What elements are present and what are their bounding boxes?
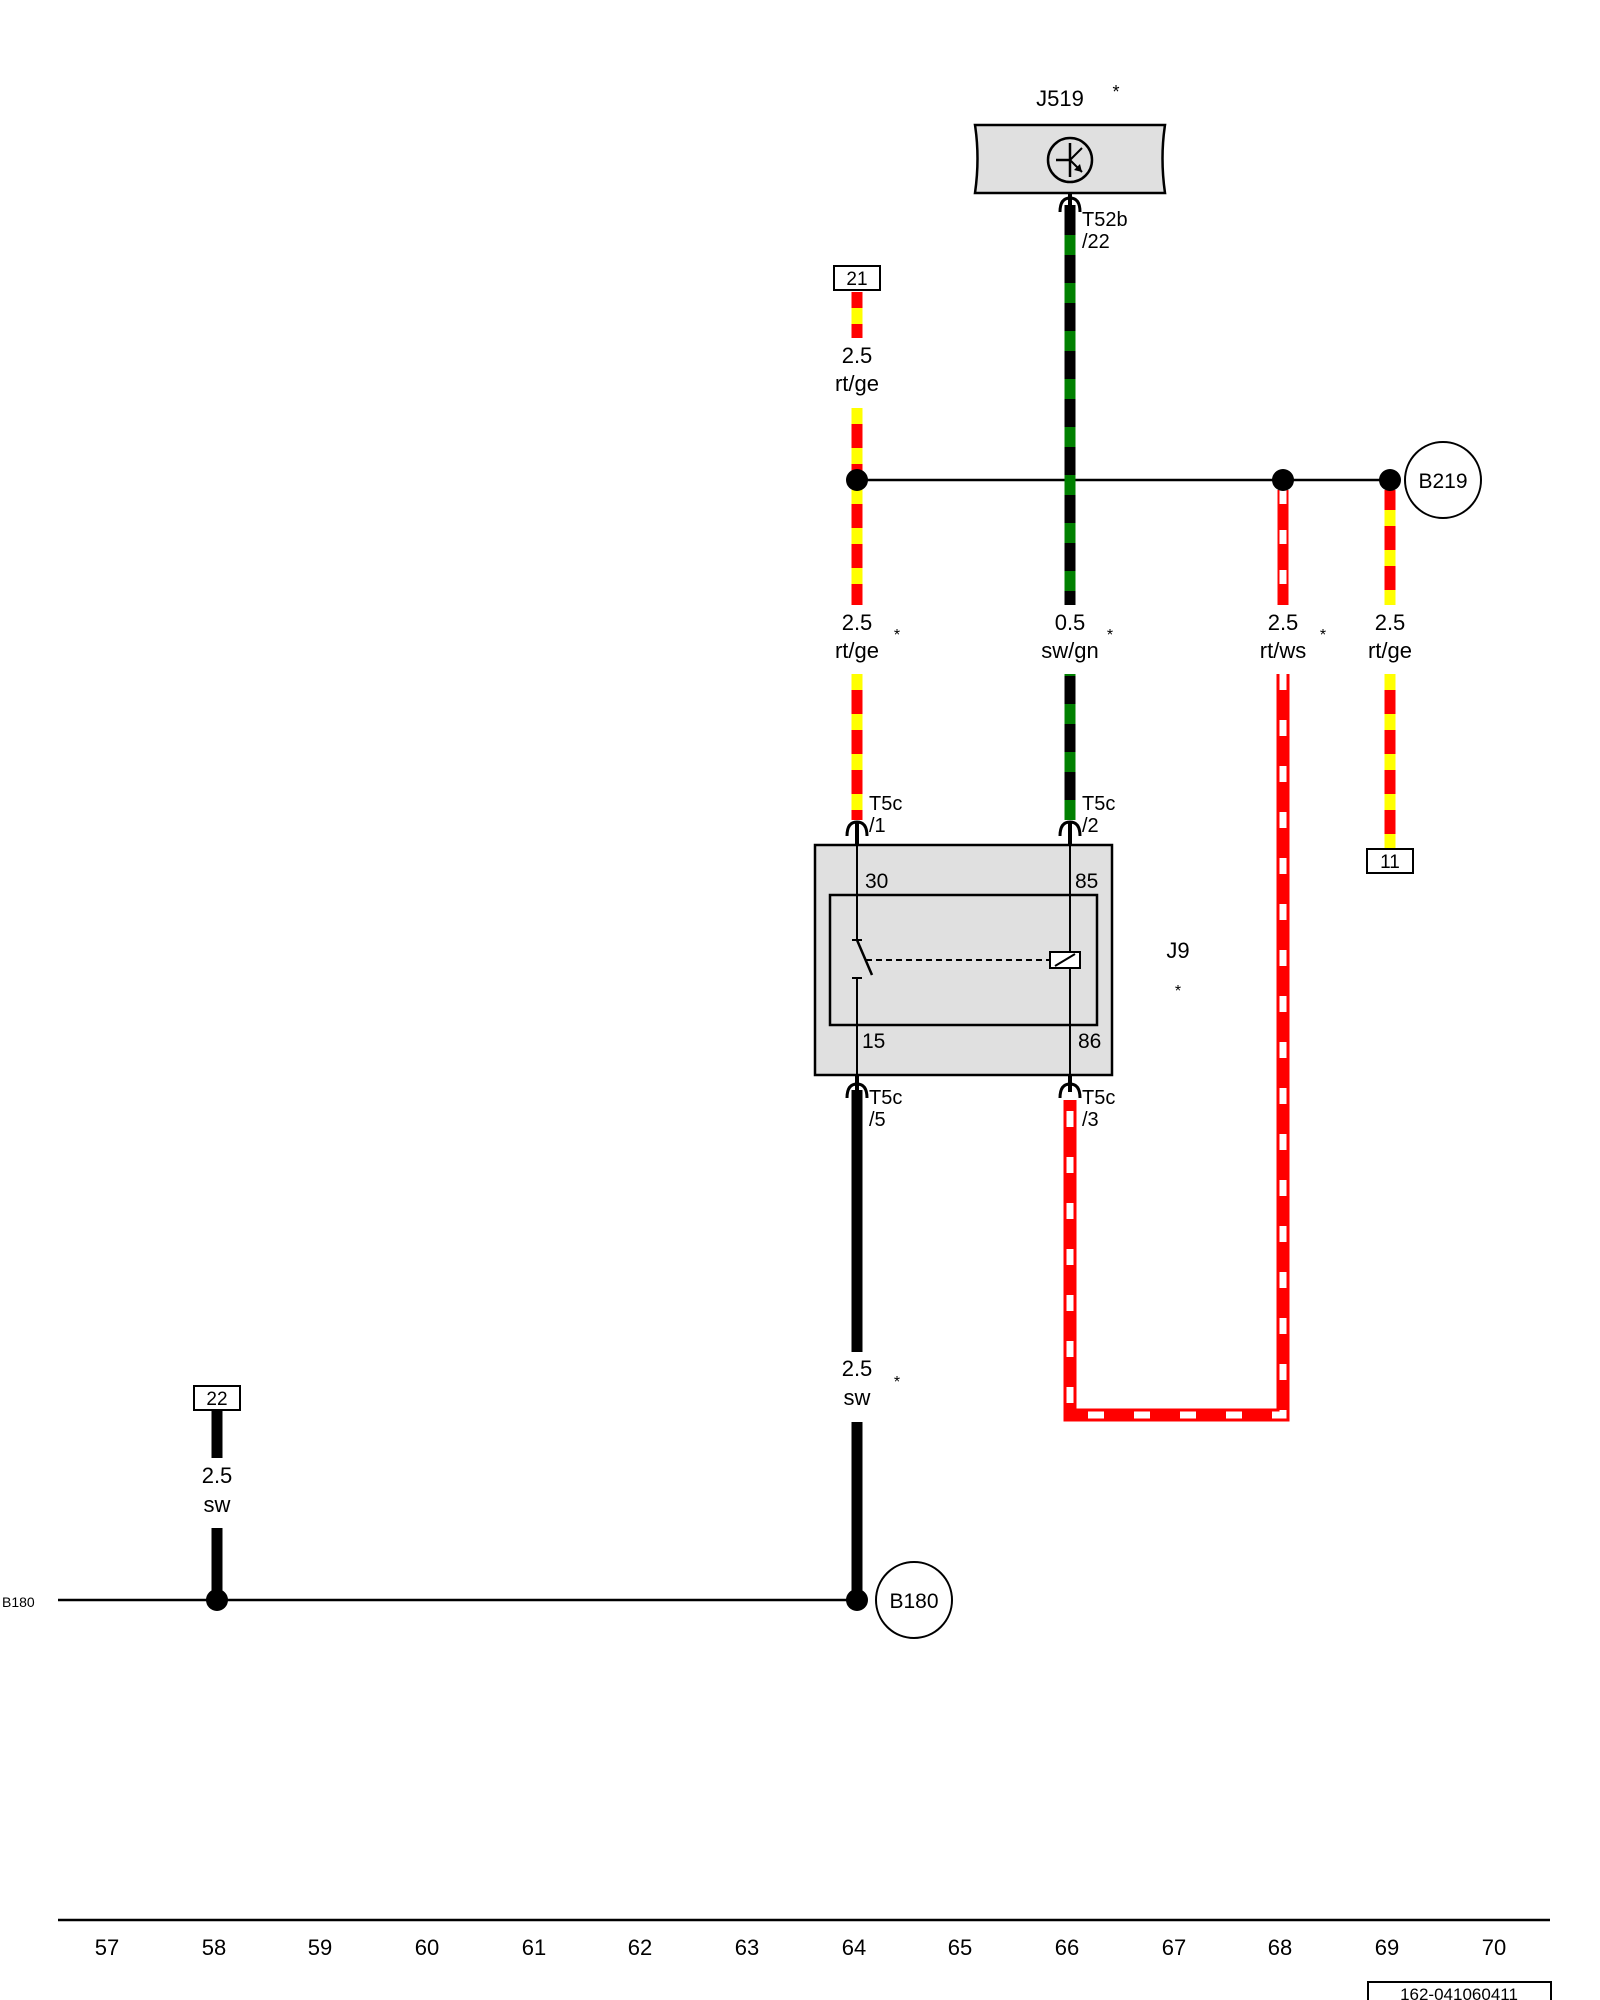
column-ruler: 57 58 59 60 61 62 63 64 65 66 67 68 69 7… (58, 1918, 1550, 1960)
ruler-number: 67 (1162, 1935, 1186, 1960)
wire-label-size: 2.5 (842, 343, 873, 368)
wire-label-color: rt/ge (1368, 638, 1412, 663)
wire-label-star: * (894, 1374, 900, 1391)
wire-label-size: 2.5 (842, 610, 873, 635)
ruler-number: 68 (1268, 1935, 1292, 1960)
j519-transistor-icon (1046, 136, 1094, 184)
junctions (206, 469, 1401, 1611)
ruler-number: 59 (308, 1935, 332, 1960)
j9-pin-30: 30 (865, 870, 888, 893)
connector-t5c-1-name: T5c (869, 793, 902, 815)
wire-label-color: rt/ws (1260, 638, 1306, 663)
connector-t5c-2-pin: /2 (1082, 815, 1099, 837)
wire-label-size: 0.5 (1055, 610, 1086, 635)
connector-t5c-3-name: T5c (1082, 1087, 1115, 1109)
ruler-number: 69 (1375, 1935, 1399, 1960)
connector-t52b-name: T52b (1082, 209, 1128, 231)
wire-label-star: * (894, 627, 900, 644)
ref-22-text: 22 (206, 1389, 227, 1410)
j519-star: * (1112, 82, 1119, 102)
connectors-t5c: T5c /1 T5c /2 T5c /5 T5c /3 (845, 793, 1115, 1131)
j9-inner-frame (828, 893, 1099, 1027)
ruler-number: 61 (522, 1935, 546, 1960)
connector-t5c-5-pin: /5 (869, 1109, 886, 1131)
ruler-number: 63 (735, 1935, 759, 1960)
connector-t5c-1-pin: /1 (869, 815, 886, 837)
j9-label: J9 (1166, 938, 1189, 963)
wire-label-size: 2.5 (1375, 610, 1406, 635)
component-j519: J519 * T52b /22 (973, 82, 1167, 253)
wire-label-size: 2.5 (1268, 610, 1299, 635)
ruler-number: 64 (842, 1935, 866, 1960)
ref-21: 21 (833, 265, 881, 291)
connection-b219: B219 (1404, 441, 1482, 519)
connection-b180: B180 (875, 1561, 953, 1639)
wire-label-star: * (1320, 627, 1326, 644)
junction-dot (846, 1589, 868, 1611)
ref-21-text: 21 (846, 269, 867, 290)
wire-label-star: * (1107, 627, 1113, 644)
ruler-number: 60 (415, 1935, 439, 1960)
wire-label-color: rt/ge (835, 371, 879, 396)
connection-b219-label: B219 (1418, 470, 1467, 493)
ref-11-text: 11 (1380, 852, 1400, 873)
j9-pin-15: 15 (862, 1030, 885, 1053)
ruler-number: 57 (95, 1935, 119, 1960)
junction-dot (1379, 469, 1401, 491)
wire-label-color: rt/ge (835, 638, 879, 663)
wire-label-color: sw (204, 1492, 231, 1517)
j519-label: J519 (1036, 86, 1084, 111)
wire-layer (58, 205, 1396, 1602)
j9-star: * (1175, 983, 1181, 1000)
document-id: 162-041060411 (1367, 1981, 1552, 2000)
wire-label-size: 2.5 (842, 1356, 873, 1381)
junction-dot (1272, 469, 1294, 491)
j9-switch-contact (855, 939, 874, 976)
wire-rtws (1063, 490, 1290, 1422)
ruler-number: 62 (628, 1935, 652, 1960)
wire-label-color: sw/gn (1041, 638, 1098, 663)
j9-pin-85: 85 (1075, 870, 1098, 893)
ruler-number: 58 (202, 1935, 226, 1960)
connection-b180-label: B180 (889, 1590, 938, 1613)
b180-continuation-label: B180 (2, 1594, 35, 1610)
ruler-number: 70 (1482, 1935, 1506, 1960)
ref-11: 11 (1366, 848, 1414, 874)
connector-t5c-3-pin: /3 (1082, 1109, 1099, 1131)
component-j9: 30 85 15 86 J9 * (813, 843, 1190, 1077)
junction-dot (846, 469, 868, 491)
ruler-number: 65 (948, 1935, 972, 1960)
wire-label-size: 2.5 (202, 1463, 233, 1488)
junction-dot (206, 1589, 228, 1611)
document-id-text: 162-041060411 (1400, 1985, 1518, 2000)
connector-t5c-2-name: T5c (1082, 793, 1115, 815)
wire-label-color: sw (844, 1385, 871, 1410)
connector-t52b-pin: /22 (1082, 231, 1110, 253)
wire-labels: 2.5 rt/ge 2.5 rt/ge * 0.5 sw/gn * 2.5 rt… (202, 343, 1412, 1517)
connector-t5c-5-name: T5c (869, 1087, 902, 1109)
ruler-number: 66 (1055, 1935, 1079, 1960)
ref-22: 22 (193, 1385, 241, 1411)
j9-pin-86: 86 (1078, 1030, 1101, 1053)
